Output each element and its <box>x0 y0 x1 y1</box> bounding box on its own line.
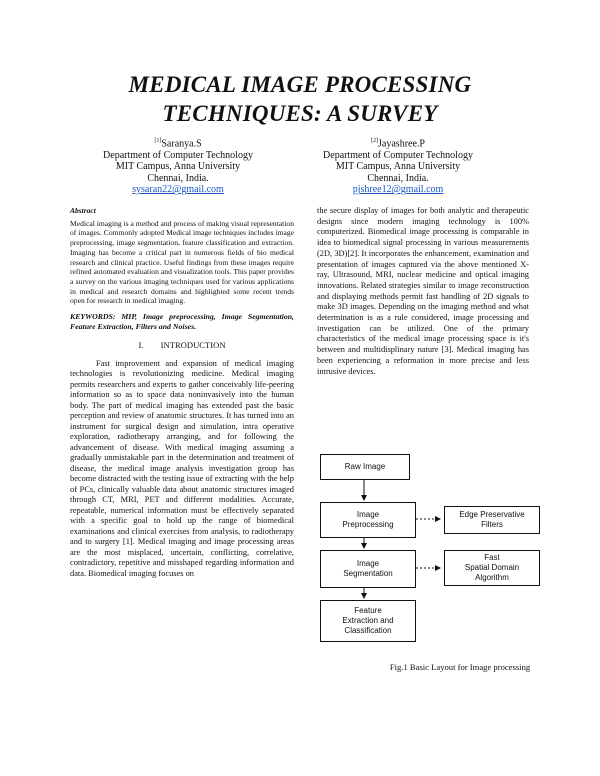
introduction-body: Fast improvement and expansion of medica… <box>70 358 294 578</box>
flow-diagram: Raw Image Image Preprocessing Edge Prese… <box>320 440 585 660</box>
paper-title: MEDICAL IMAGE PROCESSING TECHNIQUES: A S… <box>0 70 600 128</box>
author-1-dept: Department of Computer Technology <box>103 149 253 161</box>
abstract-body: Medical imaging is a method and process … <box>70 218 294 306</box>
box-edge-label-2: Filters <box>481 520 503 529</box>
author-2-city: Chennai, India. <box>367 172 429 184</box>
box-seg-label-2: Segmentation <box>343 569 393 578</box>
right-column-body: the secure display of images for both an… <box>317 206 529 376</box>
left-column: Abstract Medical imaging is a method and… <box>70 206 294 579</box>
author-2-dept: Department of Computer Technology <box>323 149 473 161</box>
figure-caption: Fig.1 Basic Layout for Image processing <box>389 662 531 672</box>
box-fast-label-1: Fast <box>484 553 500 562</box>
box-feat-label-3: Classification <box>344 626 392 635</box>
author-1-sup: [1] <box>154 138 162 144</box>
author-1-email-link[interactable]: sysaran22@gmail.com <box>132 184 224 196</box>
abstract-heading: Abstract <box>70 206 96 215</box>
diagram-arrows <box>361 480 441 599</box>
author-block-1: [1]Saranya.S Department of Computer Tech… <box>68 136 288 196</box>
box-raw-image-label: Raw Image <box>344 462 386 471</box>
author-1-city: Chennai, India. <box>147 172 209 184</box>
box-feat-label-2: Extraction and <box>342 616 394 625</box>
box-pre-label-2: Preprocessing <box>342 520 394 529</box>
box-feat-label-1: Feature <box>354 606 382 615</box>
author-2-name: Jayashree.P <box>378 138 425 150</box>
section-heading-introduction: I. INTRODUCTION <box>138 340 226 351</box>
box-image-segmentation: Image Segmentation <box>320 550 416 588</box>
box-fast-label-2: Spatial Domain <box>464 563 520 572</box>
box-edge-filters: Edge Preservative Filters <box>444 506 540 534</box>
keywords: KEYWORDS: MIP, Image preprocessing, Imag… <box>70 312 294 332</box>
author-1-inst: MIT Campus, Anna University <box>115 161 241 173</box>
author-1-name: Saranya.S <box>161 138 202 150</box>
box-edge-label-1: Edge Preservative <box>459 510 525 519</box>
box-raw-image: Raw Image <box>320 454 410 480</box>
box-pre-label-1: Image <box>356 510 380 519</box>
box-image-preprocessing: Image Preprocessing <box>320 502 416 538</box>
box-seg-label-1: Image <box>356 559 380 568</box>
title-line-2: TECHNIQUES: A SURVEY <box>162 101 438 126</box>
box-fast-label-3: Algorithm <box>475 573 509 582</box>
author-2-email-link[interactable]: pjshree12@gmail.com <box>352 184 444 196</box>
title-line-1: MEDICAL IMAGE PROCESSING <box>128 72 472 97</box>
author-2-sup: [2] <box>371 138 379 144</box>
author-block-2: [2]Jayashree.P Department of Computer Te… <box>288 136 508 196</box>
box-feature-extraction: Feature Extraction and Classification <box>320 600 416 642</box>
box-fast-spatial: Fast Spatial Domain Algorithm <box>444 550 540 586</box>
author-2-inst: MIT Campus, Anna University <box>335 161 461 173</box>
right-column: the secure display of images for both an… <box>317 206 529 377</box>
